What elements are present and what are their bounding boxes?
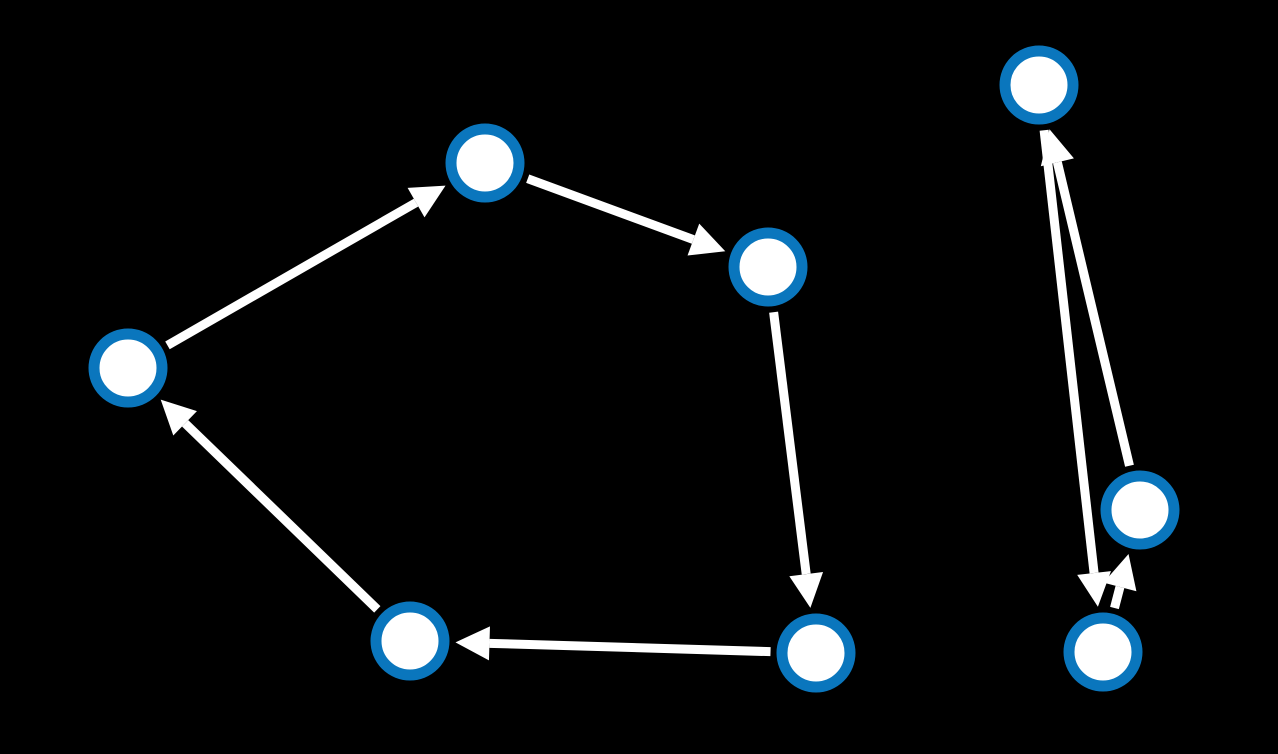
edge-layer [160, 129, 1137, 661]
edge-mid-upper-to-bottom-mid [769, 311, 811, 575]
edge-left-to-upper-left [165, 198, 419, 350]
node-layer [88, 45, 1180, 693]
edge-bottom-mid-to-bottom-left [489, 638, 771, 657]
node-upper-left[interactable] [445, 123, 525, 203]
edge-mid-upper-to-bottom-mid-arrowhead [789, 572, 824, 608]
edge-top-right-to-bottom-right-arrowhead [1077, 571, 1111, 607]
edge-right-mid-to-top-right [1053, 161, 1134, 467]
node-bottom-right[interactable] [1063, 612, 1143, 692]
edge-bottom-right-to-right-mid [1110, 585, 1125, 610]
edge-upper-left-to-mid-upper [526, 174, 695, 244]
node-left[interactable] [88, 328, 168, 408]
edge-bottom-left-to-left-arrowhead [160, 399, 197, 436]
node-top-right[interactable] [999, 45, 1079, 125]
node-bottom-mid[interactable] [776, 613, 856, 693]
edge-bottom-left-to-left [181, 420, 381, 613]
edge-bottom-right-to-right-mid-arrowhead [1103, 554, 1137, 592]
edge-top-right-to-bottom-right [1039, 129, 1099, 574]
edge-upper-left-to-mid-upper-arrowhead [687, 223, 726, 256]
edge-bottom-mid-to-bottom-left-arrowhead [455, 626, 490, 661]
node-right-mid[interactable] [1100, 470, 1180, 550]
node-mid-upper[interactable] [728, 227, 808, 307]
edge-left-to-upper-left-arrowhead [407, 185, 446, 218]
edge-right-mid-to-top-right-arrowhead [1040, 129, 1074, 167]
node-bottom-left[interactable] [370, 601, 450, 681]
